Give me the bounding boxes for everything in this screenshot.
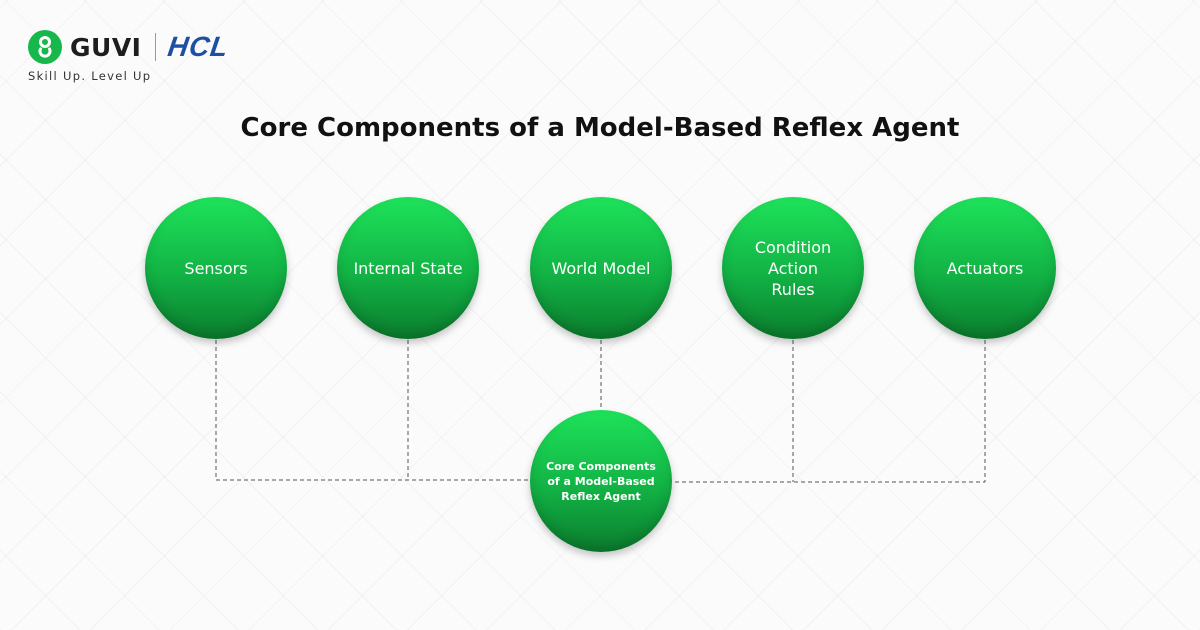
guvi-wordmark: GUVI: [70, 32, 142, 62]
node-label: Actuators: [946, 258, 1024, 278]
center-label: Core Components of a Model-Based Reflex …: [546, 459, 656, 503]
node-internal-state: Internal State: [337, 197, 479, 339]
page-title: Core Components of a Model-Based Reflex …: [240, 113, 960, 143]
node-label: Internal State: [353, 258, 463, 278]
node-label: Sensors: [184, 258, 248, 278]
node-label: Condition Action Rules: [754, 237, 832, 299]
node-actuators: Actuators: [914, 197, 1056, 339]
guvi-logo-icon: [28, 30, 62, 64]
node-condition-action-rules: Condition Action Rules: [722, 197, 864, 339]
brand-logo: GUVI HCL Skill Up. Level Up: [28, 30, 328, 90]
node-sensors: Sensors: [145, 197, 287, 339]
node-center-core: Core Components of a Model-Based Reflex …: [530, 410, 672, 552]
logo-separator: [155, 33, 157, 61]
logo-row: GUVI HCL: [28, 30, 328, 64]
node-label: World Model: [551, 258, 651, 278]
node-world-model: World Model: [530, 197, 672, 339]
brand-tagline: Skill Up. Level Up: [28, 69, 152, 83]
